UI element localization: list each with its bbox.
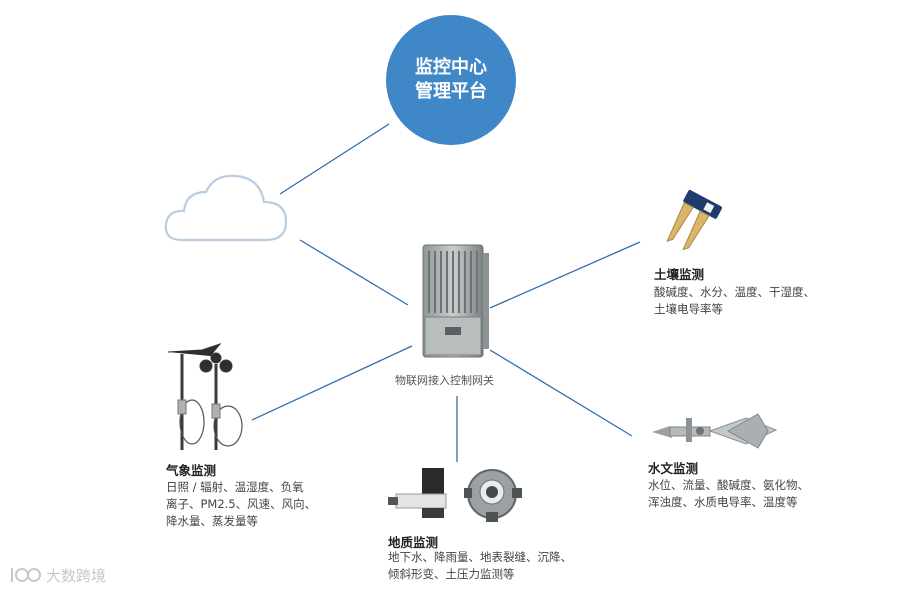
soil-desc: 酸碱度、水分、温度、干湿度、 土壤电导率等 xyxy=(654,285,815,316)
line-gateway-weather xyxy=(251,345,413,421)
watermark-text: 大数跨境 xyxy=(46,566,107,585)
hub-title-line1: 监控中心 xyxy=(415,57,487,78)
geo-title: 地质监测 xyxy=(388,535,439,550)
line-hub-cloud xyxy=(279,123,390,195)
line-gateway-water xyxy=(489,349,633,437)
monitoring-center-hub: 监控中心 管理平台 xyxy=(386,15,516,145)
weather-desc: 日照 / 辐射、温湿度、负氧 离子、PM2.5、风速、风向、 降水量、蒸发量等 xyxy=(166,480,317,528)
geo-sensor-icon xyxy=(388,468,522,522)
gateway-device-icon xyxy=(422,244,489,358)
water-desc: 水位、流量、酸碱度、氨化物、 浑浊度、水质电导率、温度等 xyxy=(648,478,809,509)
gateway-label: 物联网接入控制网关 xyxy=(395,374,494,387)
water-title: 水文监测 xyxy=(648,461,699,476)
line-cloud-gateway xyxy=(299,239,409,306)
soil-sensor-icon xyxy=(666,190,722,250)
soil-title: 土壤监测 xyxy=(654,267,705,282)
weather-station-icon xyxy=(167,342,243,450)
hub-title-line2: 管理平台 xyxy=(415,81,487,102)
line-gateway-soil xyxy=(489,241,641,309)
watermark-logo-icon xyxy=(11,568,41,582)
geo-desc: 地下水、降雨量、地表裂缝、沉降、 倾斜形变、土压力监测等 xyxy=(388,550,572,581)
water-flow-sensor-icon xyxy=(652,413,778,449)
watermark: 大数跨境 xyxy=(8,564,106,586)
cloud-icon xyxy=(164,174,288,242)
weather-title: 气象监测 xyxy=(166,463,217,478)
